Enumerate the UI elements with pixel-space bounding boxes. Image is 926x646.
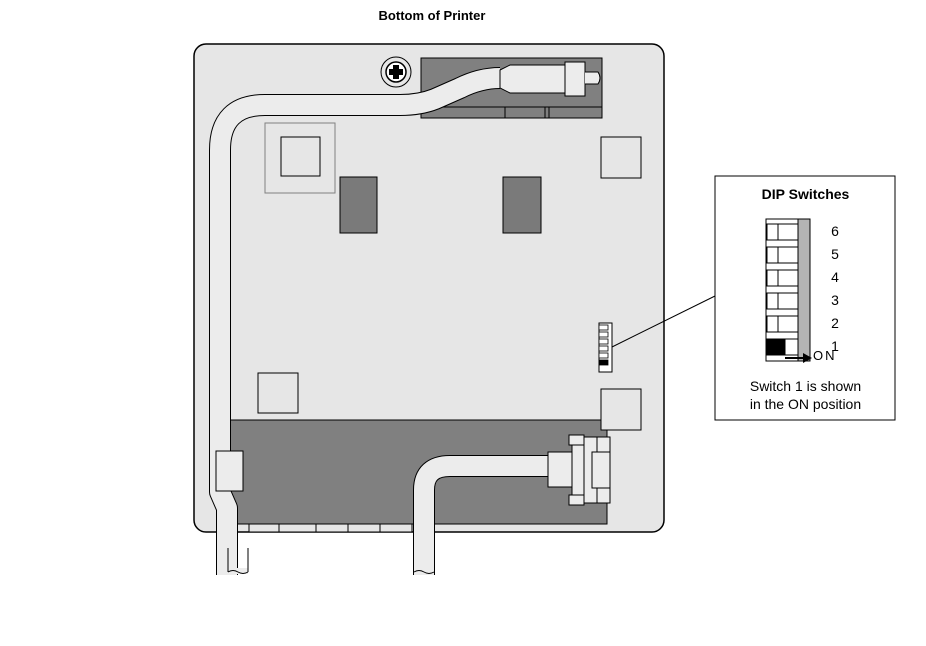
- caption-line-1: Switch 1 is shown: [716, 377, 895, 395]
- power-connector-plug: [500, 62, 600, 96]
- switch-label-6: 6: [829, 223, 841, 239]
- dip-switch-knob-6: [767, 224, 778, 240]
- component-square-bottom-left: [258, 373, 298, 413]
- screw-icon: [381, 57, 411, 87]
- component-square-top-right: [601, 137, 641, 178]
- cable-clip: [216, 451, 243, 491]
- dip-switch-knob-4: [767, 270, 778, 286]
- switch-label-4: 4: [829, 269, 841, 285]
- component-square-top-left: [265, 123, 335, 193]
- board-edge-tabs: [249, 524, 412, 532]
- callout-title: DIP Switches: [716, 186, 895, 202]
- dip-switch-knob-2: [767, 316, 778, 332]
- dip-switch-knob-5: [767, 247, 778, 263]
- dip-switch-large: [766, 219, 812, 363]
- chip-left: [340, 177, 377, 233]
- dip-switch-small: [599, 323, 612, 372]
- diagram-title: Bottom of Printer: [0, 8, 926, 23]
- switch-label-5: 5: [829, 246, 841, 262]
- switch-label-2: 2: [829, 315, 841, 331]
- dip-switch-knob-1: [767, 339, 785, 355]
- chip-right: [503, 177, 541, 233]
- switch-label-3: 3: [829, 292, 841, 308]
- caption-line-2: in the ON position: [716, 395, 895, 413]
- on-label: ON: [813, 348, 837, 363]
- dip-switch-knob-3: [767, 293, 778, 309]
- component-square-bottom-right: [601, 389, 641, 430]
- callout-caption: Switch 1 is shown in the ON position: [716, 377, 895, 413]
